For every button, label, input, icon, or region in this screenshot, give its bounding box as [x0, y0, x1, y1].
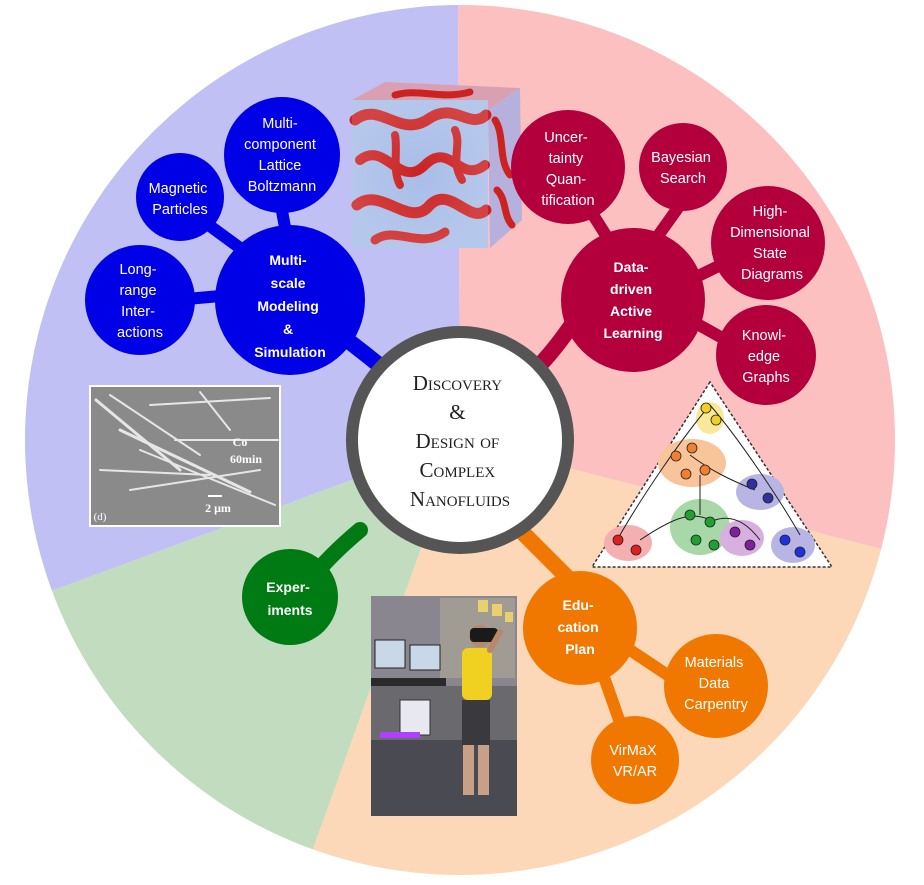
- experiments-hub-circle: [242, 549, 338, 645]
- bubble-virmax-circle: [591, 716, 679, 804]
- education-hub-label: Edu- cation Plan: [557, 597, 602, 657]
- bubble-magnetic-circle: [136, 153, 224, 241]
- experiments-cluster: Exper- iments: [242, 549, 338, 645]
- lattice-boltzmann-cube: [349, 82, 522, 248]
- modeling-hub-circle: [215, 225, 365, 375]
- modeling-hub-label: Multi- scale Modeling & Simulation: [254, 252, 326, 360]
- learning-hub-label: Data- driven Active Learning: [603, 259, 662, 341]
- bubble-magnetic-label: Magnetic Particles: [149, 181, 212, 218]
- vr-lab-photo: [371, 596, 517, 816]
- center-node: Discovery & Design of Complex Nanofluids: [346, 326, 574, 554]
- nanowire-micrograph: Co 60min 2 μm (d): [89, 385, 281, 527]
- bubble-lattice-label: Multi- component Lattice Boltzmann: [244, 116, 320, 195]
- micrograph-label-scale: 2 μm: [205, 501, 231, 515]
- learning-hub-circle: [561, 228, 705, 372]
- bubble-bayesian-label: Bayesian Search: [651, 150, 715, 187]
- bubble-carpentry-label: Materials Data Carpentry: [684, 655, 748, 713]
- learning-cluster: Data- driven Active Learning Uncer- tain…: [511, 110, 825, 405]
- bubble-highdim-circle: [711, 186, 825, 300]
- modeling-cluster: Multi- scale Modeling & Simulation Multi…: [85, 97, 365, 375]
- center-circle: [358, 338, 562, 542]
- education-cluster: Edu- cation Plan Materials Data Carpentr…: [523, 571, 768, 804]
- bubble-longrange-label: Long- range Inter- actions: [117, 262, 163, 341]
- bubble-bayesian-circle: [639, 123, 727, 211]
- micrograph-label-time: 60min: [230, 452, 262, 466]
- bubble-highdim-label: High- Dimensional State Diagrams: [730, 204, 814, 283]
- bubble-longrange-circle: [85, 245, 195, 355]
- bubble-carpentry-circle: [664, 634, 768, 738]
- bubble-virmax-label: VirMaX VR/AR: [609, 743, 660, 780]
- phase-triangle: [590, 380, 834, 568]
- bubble-uncertainty-label: Uncer- tainty Quan- tification: [541, 130, 594, 209]
- bubble-lattice-circle: [224, 97, 340, 213]
- micrograph-label-panel: (d): [94, 511, 107, 523]
- education-hub-circle: [523, 571, 637, 685]
- bubble-knowledge-circle: [716, 305, 816, 405]
- experiments-hub-label: Exper- iments: [266, 579, 313, 618]
- bubble-knowledge-label: Knowl- edge Graphs: [742, 328, 790, 386]
- bubble-uncertainty-circle: [511, 110, 625, 224]
- micrograph-label-co: Co: [233, 435, 248, 449]
- center-label: Discovery & Design of Complex Nanofluids: [410, 371, 510, 511]
